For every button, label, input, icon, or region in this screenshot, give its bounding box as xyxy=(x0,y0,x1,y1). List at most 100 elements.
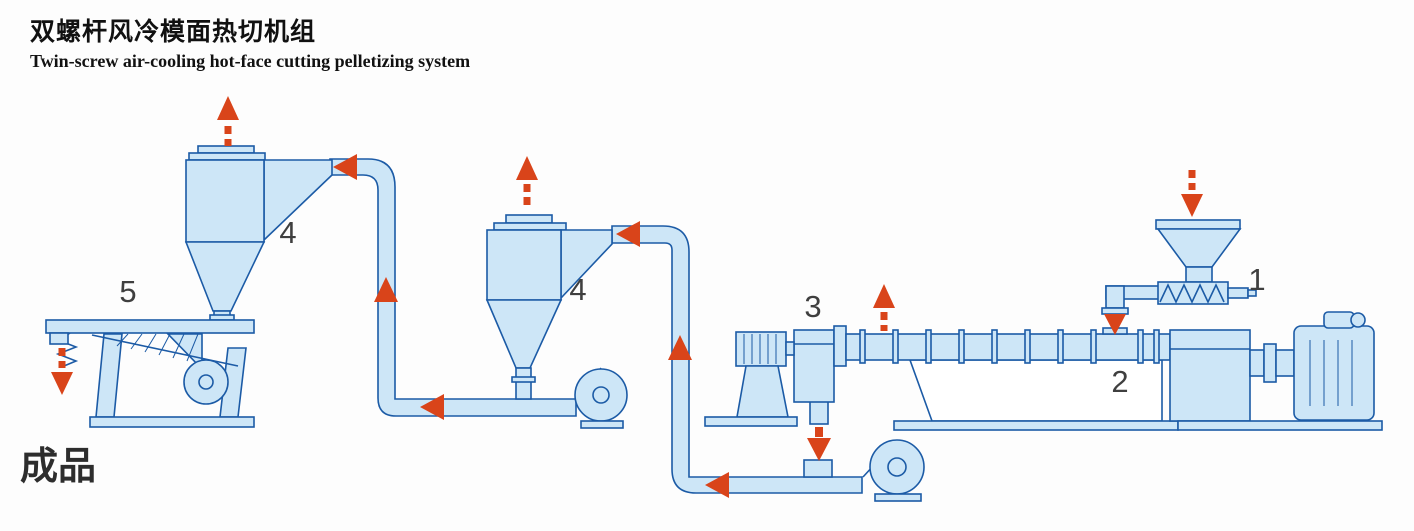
up-arrow-icon-left-riser-pipe xyxy=(374,277,398,302)
cyclone-discharge-flange xyxy=(511,376,536,383)
screen-hatch-line xyxy=(144,333,157,353)
down-arrow-icon-pellet-drop xyxy=(807,427,831,461)
pelletizer-unit xyxy=(704,325,847,478)
screen-bracket xyxy=(166,333,203,371)
feed-elbow-flange xyxy=(1101,307,1129,315)
pipe-middle-to-left-cyclone xyxy=(329,158,577,417)
left-arrow-icon-middle-duct xyxy=(420,394,444,420)
main-motor xyxy=(1293,325,1375,421)
arrow-head xyxy=(333,154,357,180)
title-block: 双螺杆风冷模面热切机组 Twin-screw air-cooling hot-f… xyxy=(30,12,470,72)
coupling-disc xyxy=(1249,349,1265,377)
cyclone-inlet-scroll xyxy=(263,159,333,242)
coupling-disc xyxy=(1275,349,1295,377)
component-labels: 1 2 3 4 4 5 成品 xyxy=(20,215,1266,488)
label-feed-hopper: 1 xyxy=(1248,262,1265,297)
cutter-base xyxy=(704,416,798,427)
hopper-rim xyxy=(1155,219,1241,230)
pipe-blower-to-middle-cyclone xyxy=(611,225,863,494)
pellet-drop-pipe xyxy=(809,399,829,425)
barrel-flange xyxy=(892,329,899,364)
arrow-head xyxy=(873,284,895,308)
arrow-head xyxy=(516,156,538,180)
page-title-english: Twin-screw air-cooling hot-face cutting … xyxy=(30,51,471,71)
arrow-head xyxy=(616,221,640,247)
cyclone-lid xyxy=(197,145,255,154)
down-arrow-icon-product-out xyxy=(51,348,73,395)
cyclone-body xyxy=(185,159,265,243)
cyclone-cone xyxy=(485,299,563,369)
screen-hatch-line xyxy=(116,333,129,347)
label-cyclone-left: 4 xyxy=(279,215,296,250)
screen-leg-left xyxy=(95,333,123,418)
blower-base xyxy=(580,420,624,429)
cyclone-separator-left xyxy=(184,145,333,322)
label-cyclone-middle: 4 xyxy=(569,272,586,307)
barrel-flange xyxy=(1153,329,1160,364)
cyclone-cone xyxy=(184,241,266,312)
barrel-flange xyxy=(1090,329,1097,364)
screen-hatch-line xyxy=(158,333,171,356)
cutter-motor-shaft xyxy=(785,341,795,356)
up-arrow-icon-cyclone-left-exhaust xyxy=(217,96,239,146)
coupling-disc xyxy=(1263,343,1277,383)
cyclone-lid xyxy=(505,214,553,224)
hopper-neck xyxy=(1185,266,1213,283)
pipe-body xyxy=(329,158,577,417)
die-flange xyxy=(833,325,847,367)
gearbox xyxy=(1169,329,1251,422)
blower-bottom xyxy=(862,439,925,502)
blower-hub xyxy=(887,457,907,477)
label-vibrating-screen: 5 xyxy=(119,274,136,309)
label-pelletizer: 3 xyxy=(804,289,821,324)
down-arrow-icon-into-hopper xyxy=(1181,170,1203,217)
barrel-flange xyxy=(1137,329,1144,364)
blower-middle xyxy=(574,367,628,429)
barrel-flange xyxy=(859,329,866,364)
cyclone-discharge-pipe xyxy=(515,367,532,400)
screw-flights xyxy=(1159,283,1225,304)
cyclone-separator-middle xyxy=(485,214,613,400)
motor-lifting-eye xyxy=(1350,312,1366,328)
left-arrow-icon-into-cyclone-left xyxy=(333,154,357,180)
arrow-head xyxy=(807,438,831,461)
blower-base xyxy=(874,493,922,502)
screen-base-plate xyxy=(89,416,255,428)
screen-hatch-line xyxy=(186,333,199,362)
cutter-stand xyxy=(736,365,789,418)
barrel-flange xyxy=(991,329,998,364)
screen-deck xyxy=(45,319,255,334)
down-arrow-icon-feed-throat xyxy=(1104,314,1126,335)
cyclone-top-flange xyxy=(493,222,567,231)
cyclone-body xyxy=(486,229,562,301)
arrow-head xyxy=(1104,314,1126,335)
up-arrow-icon-barrel-vent xyxy=(873,284,895,331)
cutter-housing xyxy=(793,329,835,403)
arrow-head xyxy=(1181,194,1203,217)
vibrating-screen xyxy=(45,319,255,428)
barrel-flange xyxy=(1057,329,1064,364)
feeder-shaft-end xyxy=(1247,289,1257,297)
label-extruder: 2 xyxy=(1111,364,1128,399)
arrow-head xyxy=(420,394,444,420)
page-title-chinese: 双螺杆风冷模面热切机组 xyxy=(30,18,317,46)
feed-elbow-vertical xyxy=(1105,285,1125,309)
feeding-hopper-unit xyxy=(1101,219,1257,315)
screen-hatch-line xyxy=(130,333,143,350)
pellet-drop-elbow xyxy=(803,459,833,478)
vibrator-hub xyxy=(198,374,214,390)
flow-arrows xyxy=(51,96,1203,498)
left-arrow-icon-bottom-duct xyxy=(705,472,729,498)
barrel-flange xyxy=(958,329,965,364)
arrow-head xyxy=(51,372,73,395)
motor-cap xyxy=(1323,311,1355,329)
cyclone-top-flange xyxy=(188,152,266,161)
barrel-flange xyxy=(1024,329,1031,364)
product-chute xyxy=(49,332,69,345)
hopper-body xyxy=(1156,228,1242,268)
screen-hatch-line xyxy=(172,333,185,359)
up-arrow-icon-cyclone-middle-exhaust xyxy=(516,156,538,208)
barrel-flange xyxy=(925,329,932,364)
product-label: 成品 xyxy=(20,446,96,488)
